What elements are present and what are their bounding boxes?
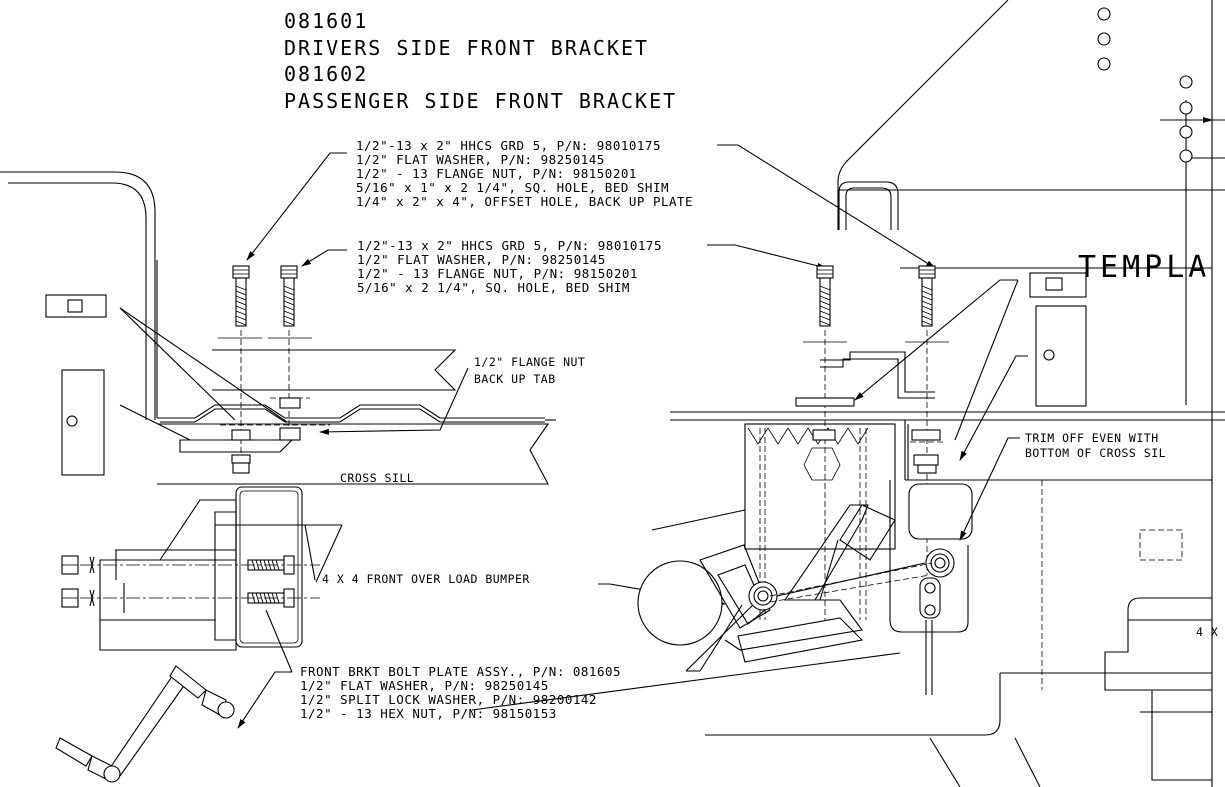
callout-left-top: 1/2"-13 x 2" HHCS GRD 5, P/N: 98010175 1… — [356, 138, 693, 209]
cross-sill-label: CROSS SILL — [340, 471, 414, 485]
callout-right-top-line-3: 1/2" - 13 FLANGE NUT, P/N: 98150201 — [357, 266, 638, 281]
part1-number: 081601 — [284, 9, 368, 33]
callout-bottom-line-4: 1/2" - 13 HEX NUT, P/N: 98150153 — [300, 706, 557, 721]
callout-bottom-line-1: FRONT BRKT BOLT PLATE ASSY., P/N: 081605 — [300, 664, 621, 679]
hidden-feature-outline — [1139, 529, 1183, 561]
bolt-right-2 — [918, 265, 936, 327]
callout-left-top-line-2: 1/2" FLAT WASHER, P/N: 98250145 — [356, 152, 605, 167]
callout-bottom-line-2: 1/2" FLAT WASHER, P/N: 98250145 — [300, 678, 549, 693]
part1-name: DRIVERS SIDE FRONT BRACKET — [284, 36, 649, 60]
bumper-label: 4 X 4 FRONT OVER LOAD BUMPER — [322, 572, 530, 586]
bolt-plate-assembly — [55, 665, 235, 783]
callout-left-top-line-4: 5/16" x 1" x 2 1/4", SQ. HOLE, BED SHIM — [356, 180, 669, 195]
trim-label-line-2: BOTTOM OF CROSS SIL — [1025, 446, 1166, 460]
four-x-label: 4 X — [1196, 625, 1218, 639]
callout-left-top-line-5: 1/4" x 2" x 4", OFFSET HOLE, BACK UP PLA… — [356, 194, 693, 209]
callout-right-top-line-4: 5/16" x 2 1/4", SQ. HOLE, BED SHIM — [357, 280, 630, 295]
part2-name: PASSENGER SIDE FRONT BRACKET — [284, 89, 677, 113]
bolt-left-1 — [232, 265, 250, 327]
bolt-right-1 — [816, 265, 834, 327]
callout-bottom: FRONT BRKT BOLT PLATE ASSY., P/N: 081605… — [300, 664, 621, 721]
callout-right-top-line-2: 1/2" FLAT WASHER, P/N: 98250145 — [357, 252, 606, 267]
callout-right-top: 1/2"-13 x 2" HHCS GRD 5, P/N: 98010175 1… — [357, 238, 662, 295]
flange-nut-label: 1/2" FLANGE NUT — [474, 355, 585, 369]
bolt-left-2 — [280, 265, 298, 327]
trim-label-line-1: TRIM OFF EVEN WITH — [1025, 431, 1159, 445]
callout-left-top-line-3: 1/2" - 13 FLANGE NUT, P/N: 98150201 — [356, 166, 637, 181]
part2-number: 081602 — [284, 62, 368, 86]
back-up-plate-icon-right — [1035, 305, 1087, 407]
back-up-tab-label: BACK UP TAB — [474, 372, 556, 386]
bumper-round-icon — [637, 560, 723, 646]
callout-right-top-line-1: 1/2"-13 x 2" HHCS GRD 5, P/N: 98010175 — [357, 238, 662, 253]
callout-left-top-line-1: 1/2"-13 x 2" HHCS GRD 5, P/N: 98010175 — [356, 138, 661, 153]
